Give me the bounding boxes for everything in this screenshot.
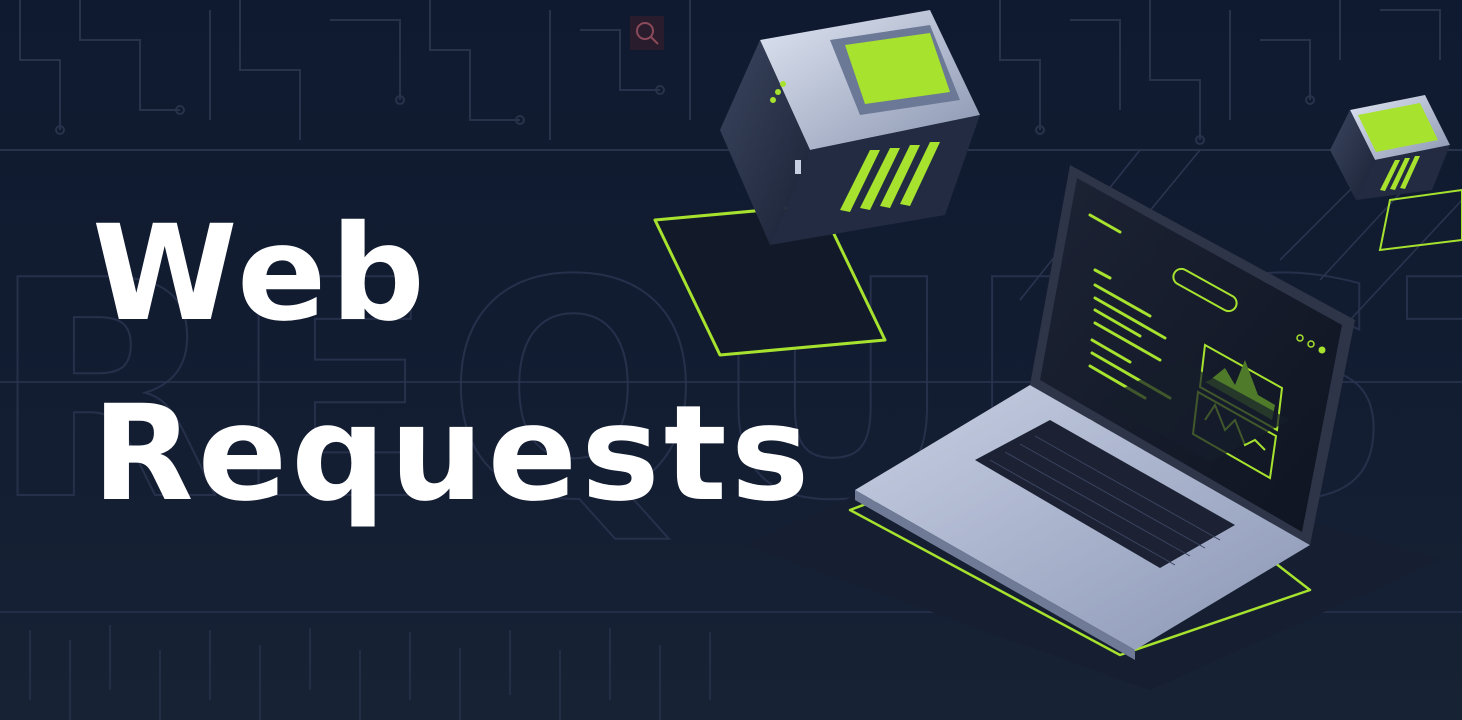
title-line-requests: Requests	[92, 377, 814, 531]
title-line-web: Web	[92, 197, 429, 351]
search-icon	[630, 16, 664, 50]
server-cube-icon	[720, 10, 980, 245]
laptop-icon	[855, 165, 1355, 660]
small-server-cube-icon	[1330, 95, 1450, 200]
small-cube-platform	[1378, 188, 1462, 252]
